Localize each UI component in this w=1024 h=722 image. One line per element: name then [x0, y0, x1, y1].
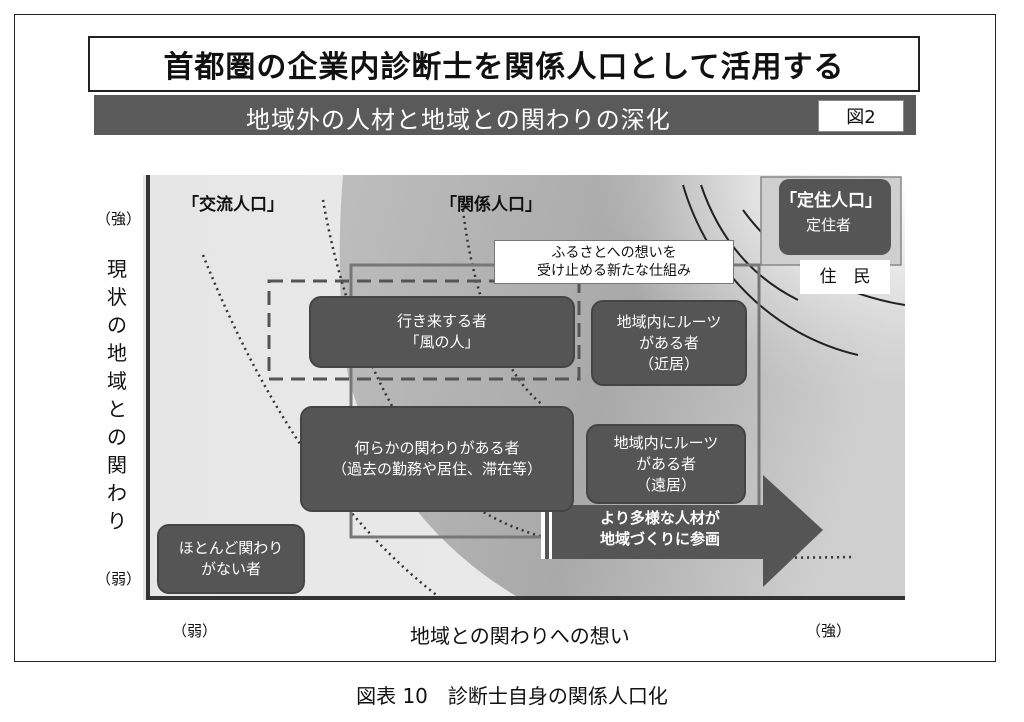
arrow-line1: より多様な人材が: [600, 509, 720, 527]
jumin-box: 住 民: [800, 260, 890, 294]
kinkyo-line2: がある者: [638, 333, 699, 352]
subtitle: 地域外の人材と地域との関わりの深化: [246, 106, 671, 134]
y-strong-label: （強）: [96, 210, 142, 228]
subtitle-bar: 地域外の人材と地域との関わりの深化 図2: [94, 95, 916, 135]
x-weak-label: （弱）: [172, 622, 218, 640]
kaze-box: 行き来する者 「風の人」: [309, 296, 575, 368]
enkyo-box: 地域内にルーツ がある者 （遠居）: [586, 424, 746, 504]
arrow-label: より多様な人材が 地域づくりに参画: [560, 508, 760, 550]
nanraka-line2: （過去の勤務や居住、滞在等）: [331, 460, 542, 478]
kaze-line2: 「風の人」: [404, 333, 480, 351]
page-title: 首都圏の企業内診断士を関係人口として活用する: [88, 36, 920, 92]
figure-caption: 図表 10 診断士自身の関係人口化: [356, 684, 668, 708]
jumin-label: 住 民: [819, 267, 871, 287]
arc-2: [682, 184, 859, 356]
y-weak-label: （弱）: [96, 570, 142, 588]
x-axis-label: 地域との関わりへの想い: [410, 624, 630, 648]
nanraka-box: 何らかの関わりがある者 （過去の勤務や居住、滞在等）: [300, 406, 574, 512]
category-koryu: 「交流人口」: [182, 195, 284, 215]
arrow-stripe-2: [549, 505, 552, 559]
teiju-sub-label: 定住者: [806, 216, 852, 234]
kaze-dashed-box: [267, 279, 581, 381]
kinkyo-box: 地域内にルーツ がある者 （近居）: [591, 300, 747, 386]
furusato-line2: 受け止める新たな仕組み: [537, 263, 691, 279]
hotondo-line1: ほとんど関わり: [178, 539, 284, 557]
kaze-line1: 行き来する者: [396, 312, 487, 330]
arc-1: [700, 184, 799, 301]
hotondo-line2: がない者: [200, 560, 261, 578]
nanraka-line1: 何らかの関わりがある者: [354, 439, 520, 457]
arrow-shape: [541, 475, 823, 587]
furusato-line1: ふるさとへの想いを: [551, 245, 677, 261]
kinkyo-line1: 地域内にルーツ: [616, 312, 722, 331]
teiju-inner: [779, 179, 891, 255]
category-kankei: 「関係人口」: [440, 195, 542, 215]
arrow-stripe-1: [541, 505, 545, 559]
furusato-box: ふるさとへの想いを 受け止める新たな仕組み: [494, 240, 734, 284]
category-teiju: 「定住人口」: [780, 191, 882, 211]
figure-tag: 図2: [818, 100, 904, 132]
kinkyo-line3: （近居）: [638, 354, 699, 373]
arrow-line2: 地域づくりに参画: [599, 530, 720, 548]
enkyo-line1: 地域内にルーツ: [613, 433, 719, 452]
x-strong-label: （強）: [806, 622, 852, 640]
hotondo-box: ほとんど関わり がない者: [157, 524, 305, 594]
enkyo-line2: がある者: [635, 454, 696, 473]
y-axis-label: 現状の地域との関わり: [107, 257, 127, 533]
enkyo-line3: （遠居）: [635, 475, 696, 494]
